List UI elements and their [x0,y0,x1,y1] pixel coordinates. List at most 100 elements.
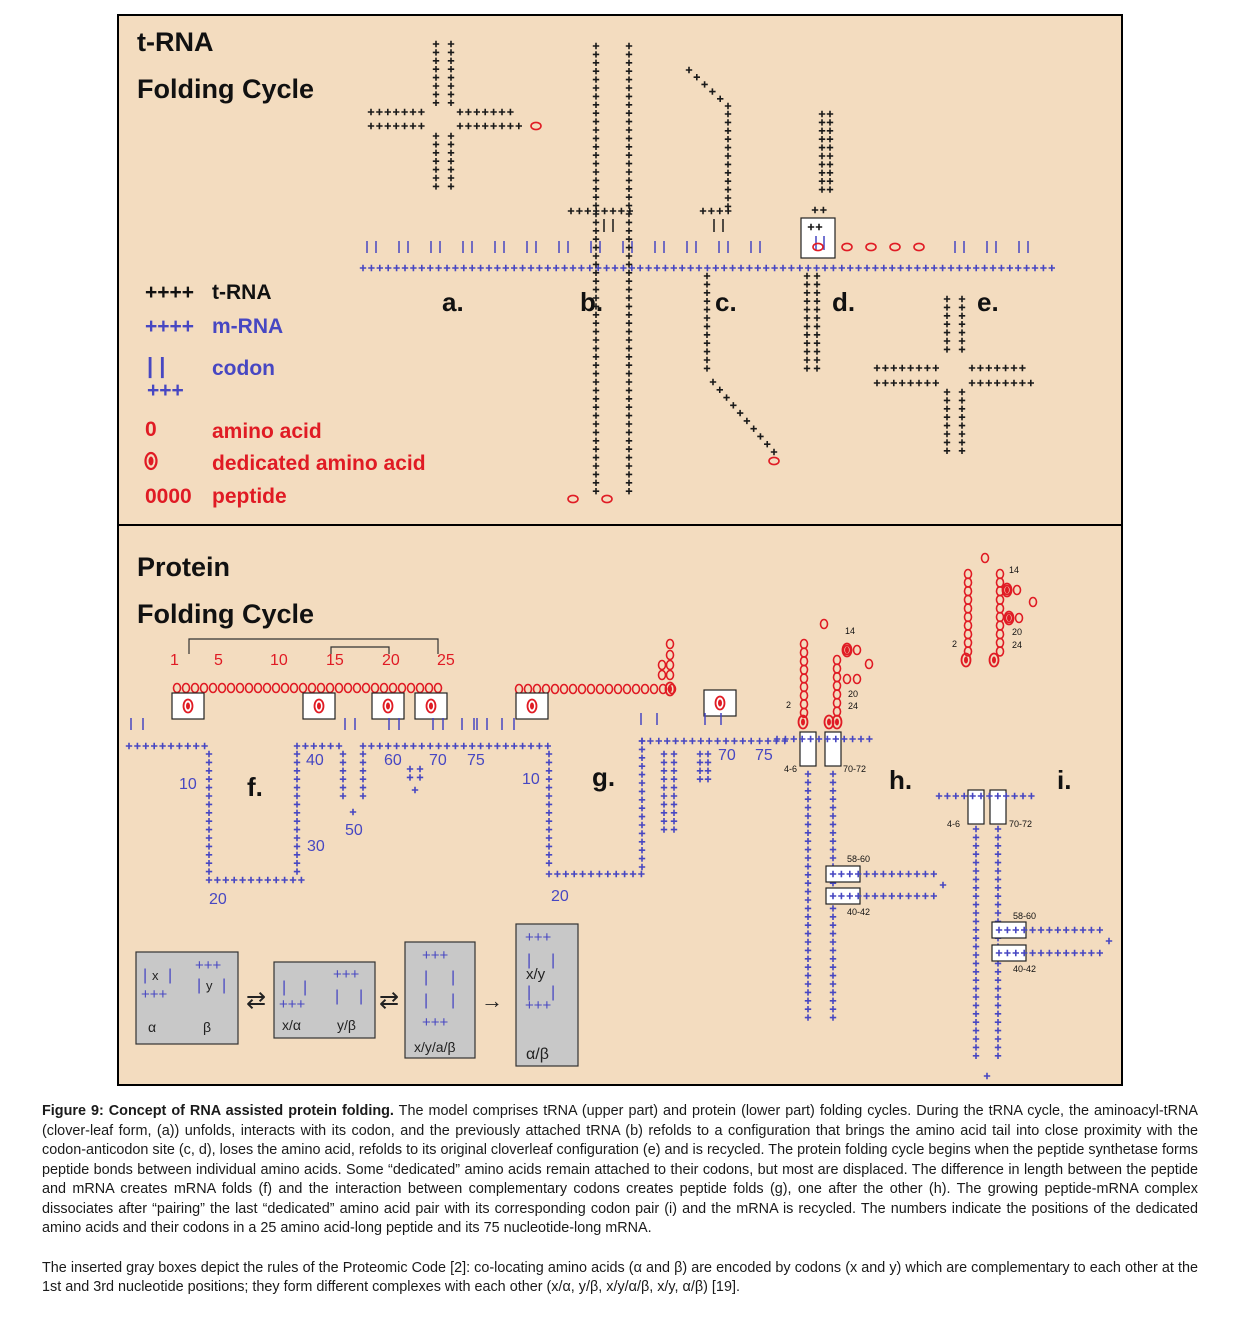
i-mrna-plus [972,943,980,950]
mrna-plus [452,264,459,272]
trna-b-plus [618,207,625,215]
trna-b-plus [592,84,600,92]
g-mrna-plus [748,737,755,745]
trna-c-plus [723,394,730,401]
h-mrna-plus [829,838,837,845]
i-mrna-plus [994,1027,1002,1034]
trna-b-plus [592,429,600,436]
trna-b-plus [625,194,633,201]
i-peptide-ring [1002,584,1012,596]
mrna-plus [830,264,837,272]
trna-b-plus [625,395,633,402]
trna-b-plus [592,143,600,150]
f-mrna-plus [205,776,213,783]
f-mrna-plus [416,765,424,773]
trna-b-plus [592,194,600,201]
mrna-plus [435,264,442,272]
legend-codon-symbol-bottom: +++ [147,379,184,402]
trna-a-plus [376,122,383,130]
trna-e-plus [958,337,966,345]
codon-bar [494,241,505,253]
f-mrna-plus [401,742,409,750]
g-mrna-plus [638,863,646,871]
h-mrna-plus [829,796,837,803]
mrna-plus [754,264,761,272]
f-mrna-plus [339,792,347,800]
h-dedicated-amino [797,714,809,730]
trna-b-plus [625,135,633,142]
trna-b-plus [625,462,633,470]
g-mrna-plus [660,826,668,833]
h-mrna-plus [930,892,937,900]
i-label-70-72: 70-72 [1009,819,1032,829]
f-mrna-plus [205,750,213,758]
h-mrna-plus [804,779,812,786]
trna-d-plus [818,127,826,134]
f-mrna-plus [293,834,301,842]
trna-b-plus [592,59,600,66]
h-dedicated-amino-core [835,718,839,726]
trna-b-plus [592,244,600,251]
trna-c-plus [724,178,732,185]
mrna-plus [519,264,526,272]
trna-c-plus [703,365,711,372]
f-mrna-plus [339,759,347,766]
trna-b-plus [592,320,600,327]
trna-d-plus [813,298,821,305]
mrna-plus [670,264,677,272]
i-mrna-plus [969,792,976,800]
mrna-plus [385,264,392,272]
trna-b-plus [592,68,600,75]
stage-label-h: h. [889,765,912,795]
trna-a-plus [447,99,455,106]
g-mrna-plus [638,813,646,820]
mrna-plus [905,264,913,272]
trna-b-plus [625,68,633,75]
g-mrna-plus [670,792,678,800]
i-mrna-plus [994,825,1002,833]
trna-d-plus [803,281,811,288]
f-mrna-plus [536,742,543,750]
i-mrna-plus [1088,949,1095,957]
trna-b-plus [592,404,600,411]
trna-e-plus [958,388,966,396]
f-mrna-plus [511,742,518,750]
i-mrna-plus [994,893,1002,900]
trna-b-plus [592,135,600,142]
trna-b-plus [592,479,600,486]
trna-b-plus [626,207,633,215]
trna-c-plus [703,289,711,296]
g-dedicated-amino [664,681,676,697]
trna-c-plus [693,74,700,81]
f-mrna-plus [485,742,493,750]
h-mrna-plus [782,735,789,743]
i-mrna-plus [972,1035,980,1043]
trna-b-plus [592,303,600,310]
i-label-14: 14 [1009,565,1019,575]
f-mrna-plus [339,784,347,791]
trna-b-plus [625,185,633,192]
h-mrna-plus [829,770,837,778]
trna-c-plus [724,119,732,126]
g-mrna-plus [571,870,578,878]
f-peptide-ring [406,682,416,694]
f-mrna-plus [339,767,347,774]
mrna-plus [477,264,484,272]
mrna-plus [628,264,635,272]
mrna-plus [527,264,535,272]
h-mrna-plus [846,892,853,900]
trna-c-plus [709,378,717,386]
trna-e-plus [958,439,966,446]
mrna-plus [603,264,610,272]
trna-e-plus [958,397,966,404]
h-mrna-plus [804,997,812,1004]
f-mrna-plus [205,818,213,825]
f-mrna-plus [167,742,175,750]
g-mrna-plus [704,776,712,783]
h-mrna-plus [829,922,837,929]
f-peptide-ring [226,682,236,694]
trna-a-plus [384,108,391,116]
position-10: 10 [270,652,288,669]
trna-b-plus [625,286,633,293]
h-mrna-plus [807,735,814,743]
